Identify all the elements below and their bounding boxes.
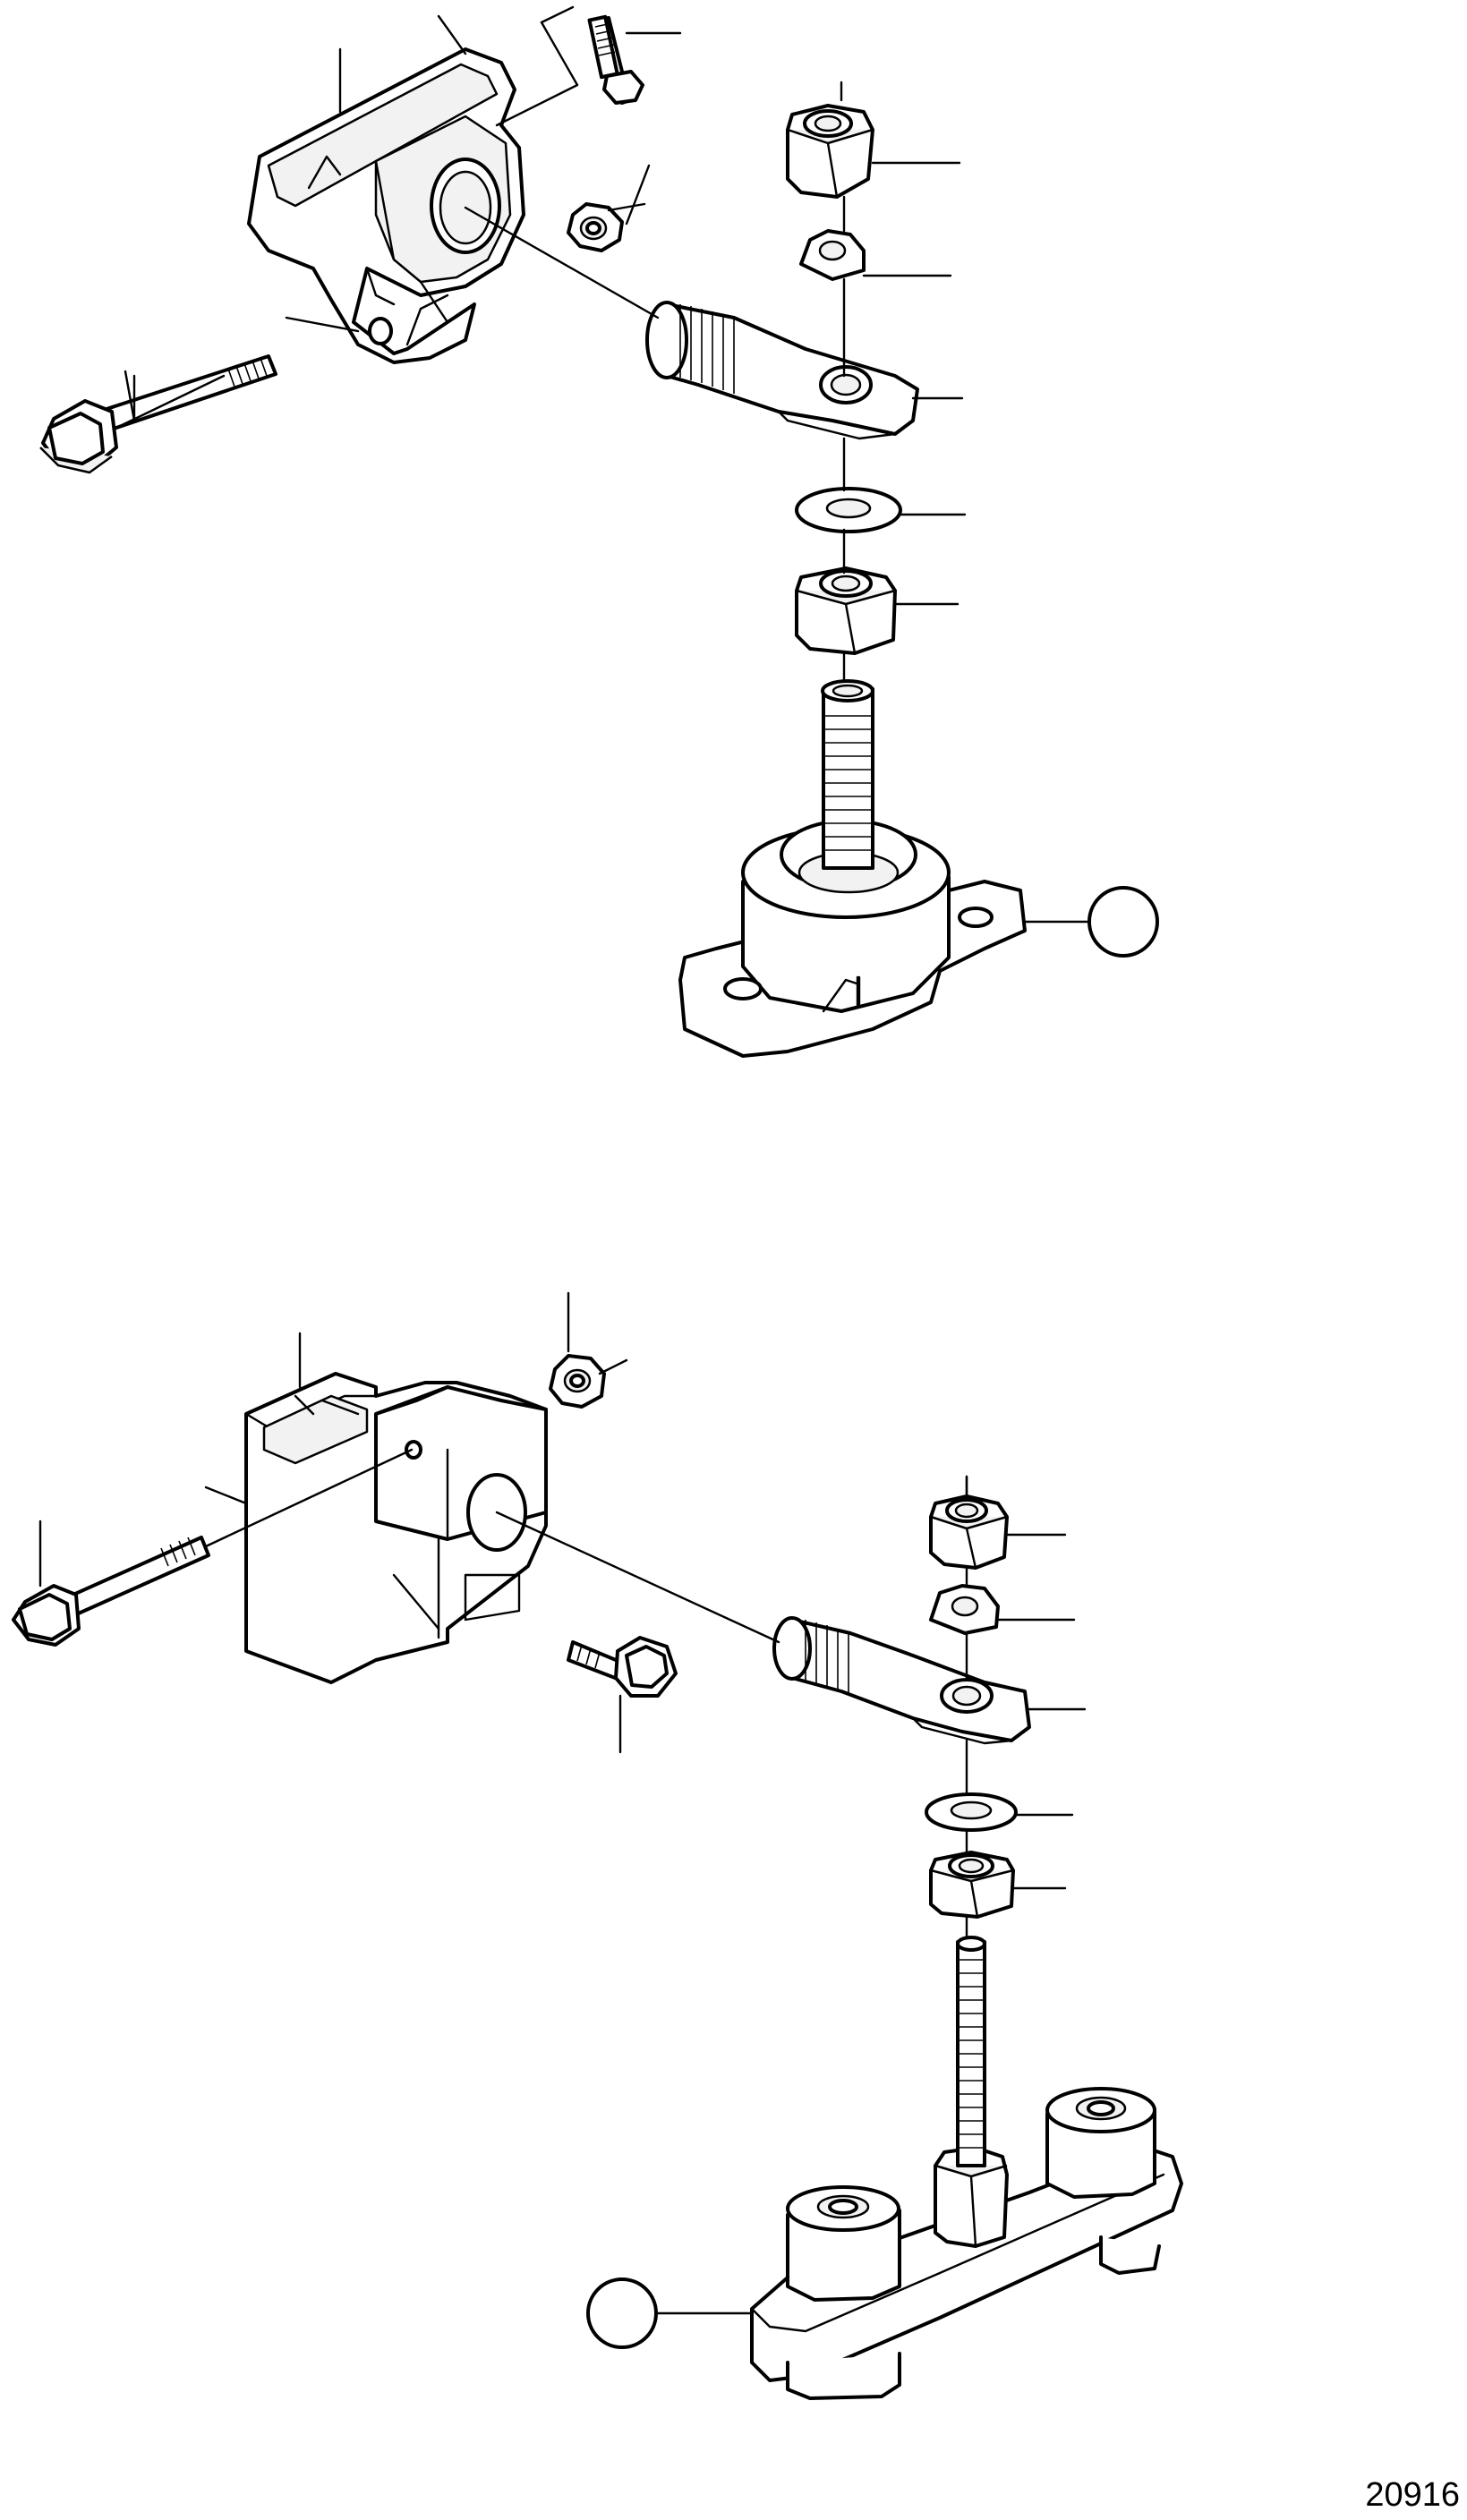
lower-leader-lines xyxy=(38,1291,1087,2315)
lower-flange-nut xyxy=(549,1354,606,1409)
lower-mount-bracket xyxy=(244,1372,548,1684)
lower-stack xyxy=(925,1475,1018,1939)
lower-callout-circle xyxy=(586,2277,658,2349)
upper-rod-end xyxy=(645,301,919,440)
figure-reference-number: 20916 xyxy=(1365,2476,1460,2514)
upper-long-bolt xyxy=(39,354,277,474)
lower-long-bolt xyxy=(12,1536,210,1647)
lower-side-bolt xyxy=(567,1636,678,1698)
upper-stack xyxy=(786,104,902,691)
upper-mount-bracket xyxy=(247,47,525,364)
upper-flange-nut xyxy=(567,202,624,252)
upper-engine-mount-assembly xyxy=(39,5,1159,1058)
lower-engine-mount-assembly xyxy=(12,1291,1183,2400)
lower-rod-end xyxy=(772,1616,1031,1745)
upper-callout-circle xyxy=(1087,886,1159,958)
upper-leader-lines xyxy=(115,5,1089,1009)
lower-rubber-mount xyxy=(750,1936,1183,2400)
upper-small-bolt xyxy=(587,14,644,105)
upper-rubber-mount xyxy=(678,679,1027,1058)
